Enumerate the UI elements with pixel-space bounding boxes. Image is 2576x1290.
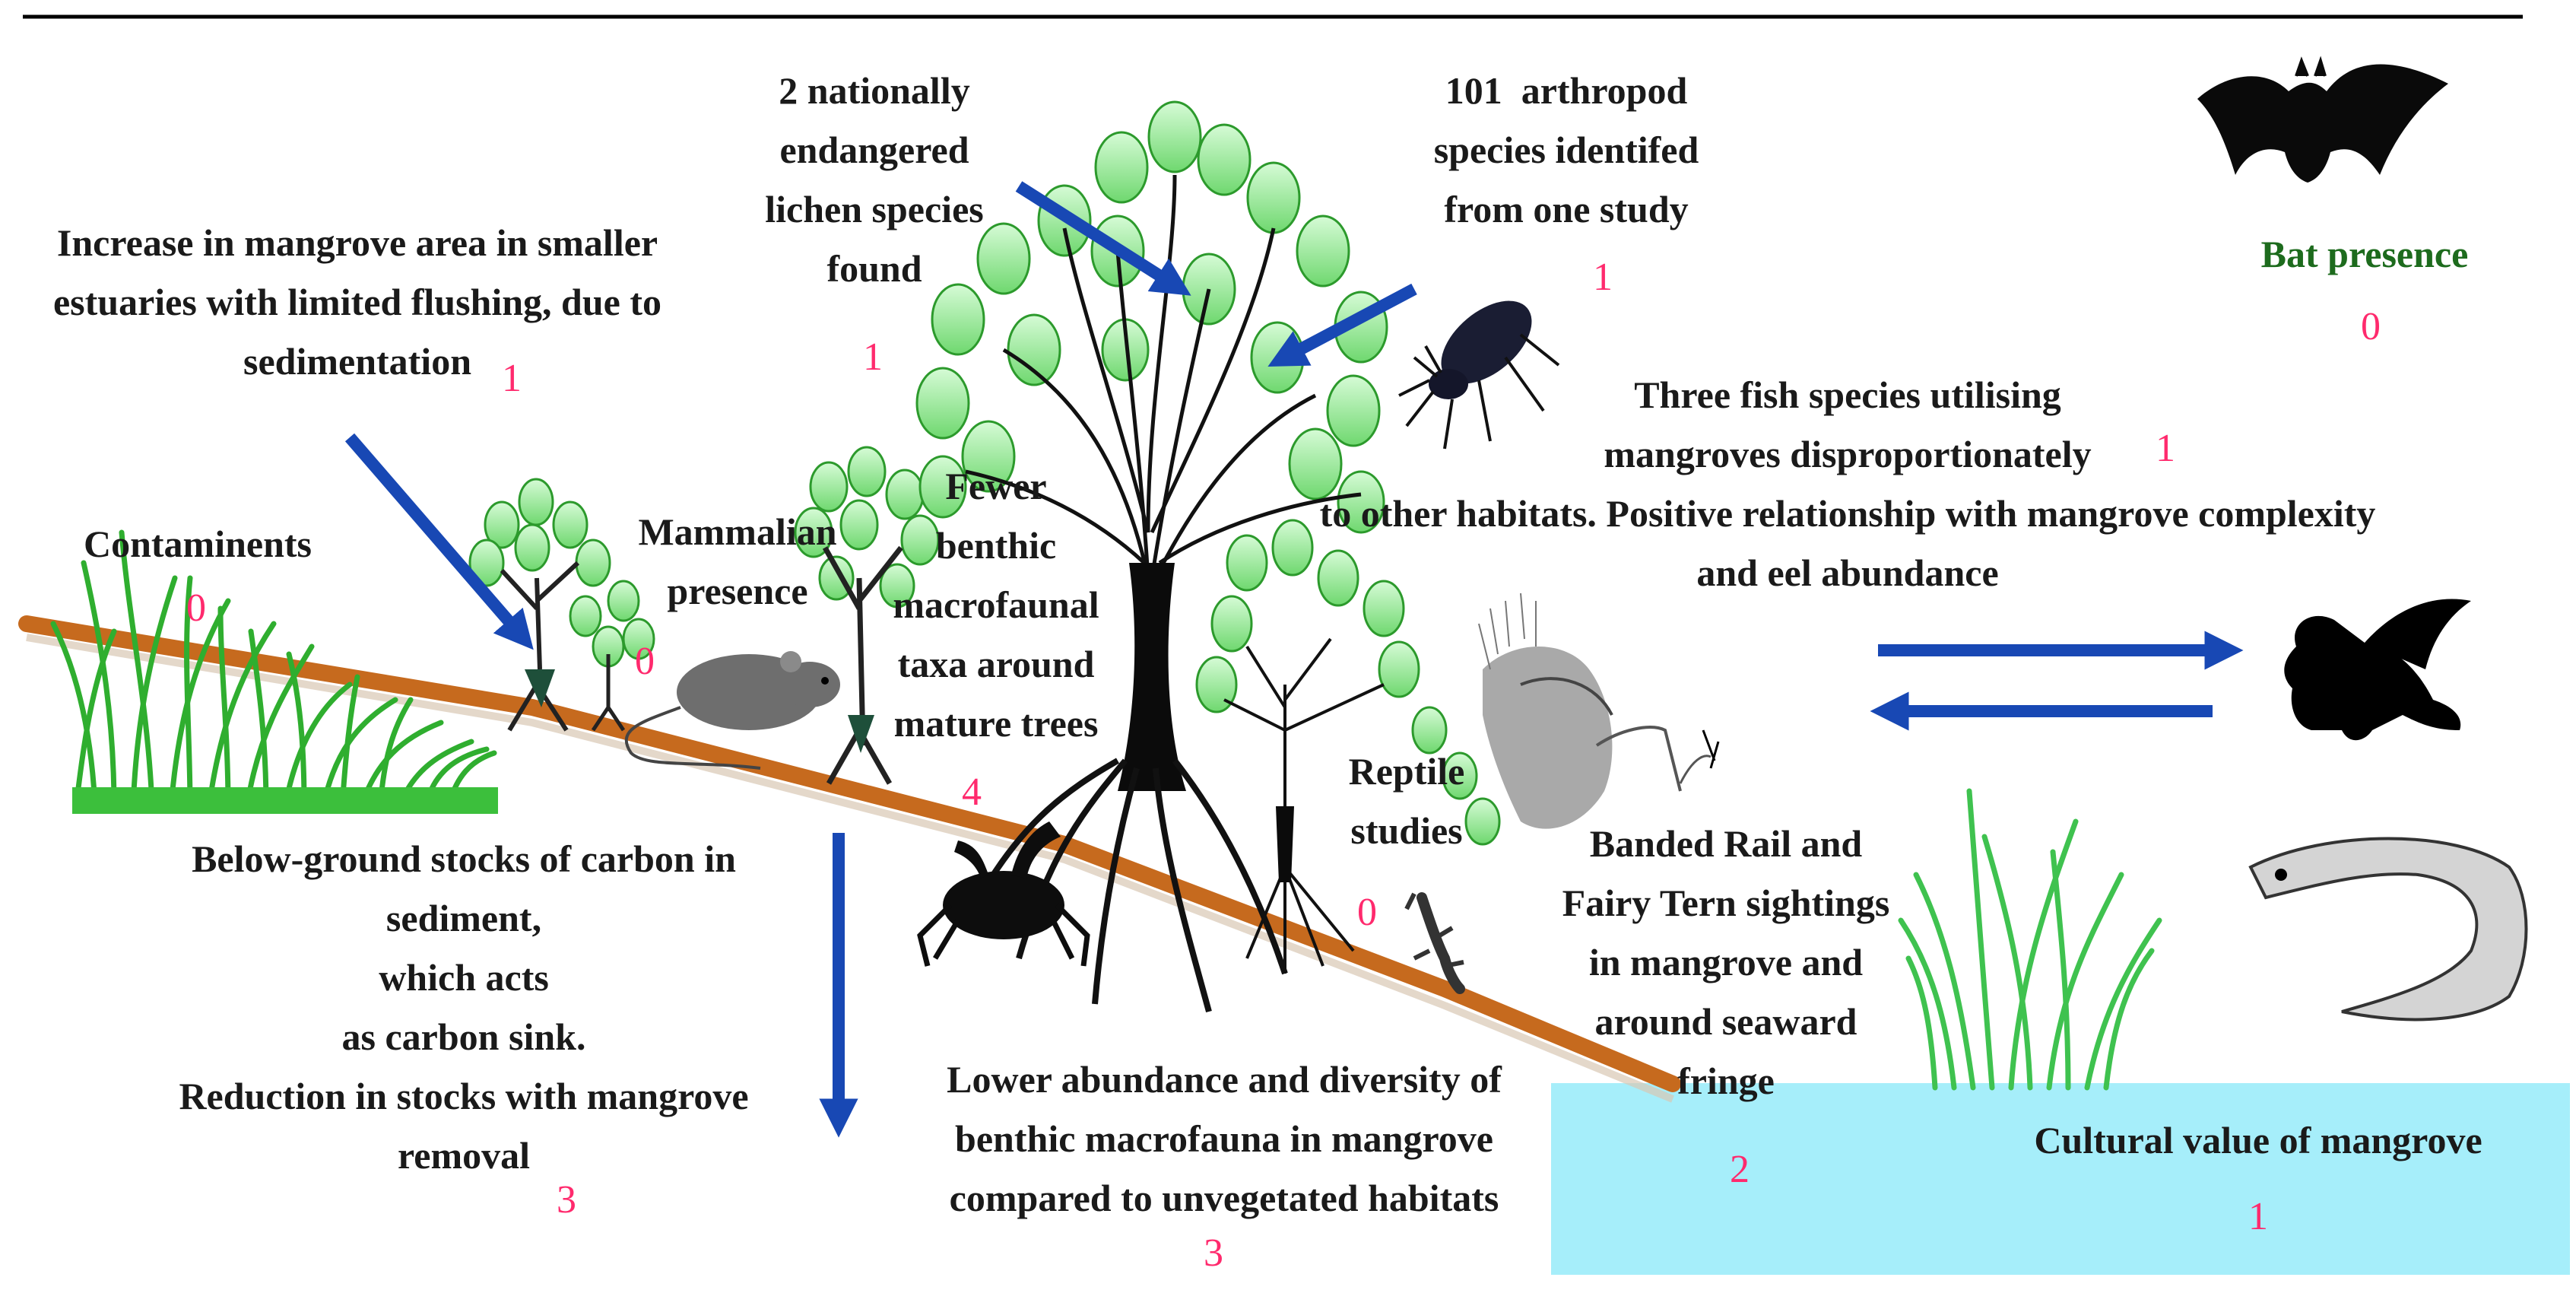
arrows [344, 181, 2244, 1138]
grass-left [50, 529, 497, 809]
lizard-icon [1404, 892, 1465, 994]
grass-right [1898, 788, 2162, 1091]
label-cultural: Cultural value of mangrove [2034, 1119, 2482, 1161]
count-benthic-fewer: 4 [962, 771, 982, 814]
bird-icon [1478, 593, 1720, 829]
label-birds: Banded Rail and Fairy Tern sightings in … [1562, 822, 1890, 1102]
count-mammalian: 0 [635, 640, 655, 683]
label-contaminants: Contaminents [83, 523, 312, 565]
grass-left-base [72, 787, 498, 814]
bat-icon [2197, 56, 2448, 183]
rat-icon [624, 651, 840, 770]
count-benthic-lower: 3 [1204, 1231, 1223, 1275]
count-fish: 1 [2156, 427, 2175, 470]
count-bat: 0 [2361, 305, 2381, 348]
label-benthic-fewer: Fewer benthic macrofaunal taxa around ma… [893, 465, 1099, 745]
mangrove-tree-right [1195, 519, 1501, 974]
count-contaminants: 0 [186, 586, 206, 630]
count-arthropod: 1 [1593, 256, 1613, 299]
arrow-to-young-mangrove [344, 433, 534, 650]
label-lichen: 2 nationally endangered lichen species f… [765, 69, 984, 290]
arrow-lichen-to-tree [1015, 181, 1191, 296]
eel-icon [2248, 837, 2528, 1022]
crab-icon [917, 821, 1090, 967]
count-mangrove-area: 1 [502, 357, 522, 400]
count-reptile: 0 [1357, 891, 1377, 934]
count-carbon: 3 [557, 1178, 576, 1222]
label-arthropod: 101 arthropod species identifed from one… [1433, 69, 1699, 230]
label-mangrove-area: Increase in mangrove area in smaller est… [52, 221, 662, 383]
label-mammalian: Mammalian presence [638, 510, 837, 612]
young-mangrove-1 [468, 478, 655, 732]
count-cultural: 1 [2248, 1195, 2268, 1238]
count-birds: 2 [1730, 1148, 1750, 1191]
fish-silhouette-icon [2284, 599, 2471, 741]
count-lichen: 1 [863, 335, 883, 379]
label-benthic-lower: Lower abundance and diversity of benthic… [947, 1058, 1502, 1219]
label-bat: Bat presence [2260, 233, 2469, 275]
young-mangrove-2 [794, 446, 940, 785]
label-fish: Three fish species utilising mangroves d… [1319, 373, 2376, 594]
label-reptile: Reptile studies [1348, 750, 1465, 852]
beetle-icon [1398, 300, 1560, 450]
label-carbon: Below-ground stocks of carbon in sedimen… [179, 837, 749, 1177]
arrow-arthropod-to-tree [1267, 283, 1417, 367]
cultural-value-box [1551, 1083, 2570, 1275]
